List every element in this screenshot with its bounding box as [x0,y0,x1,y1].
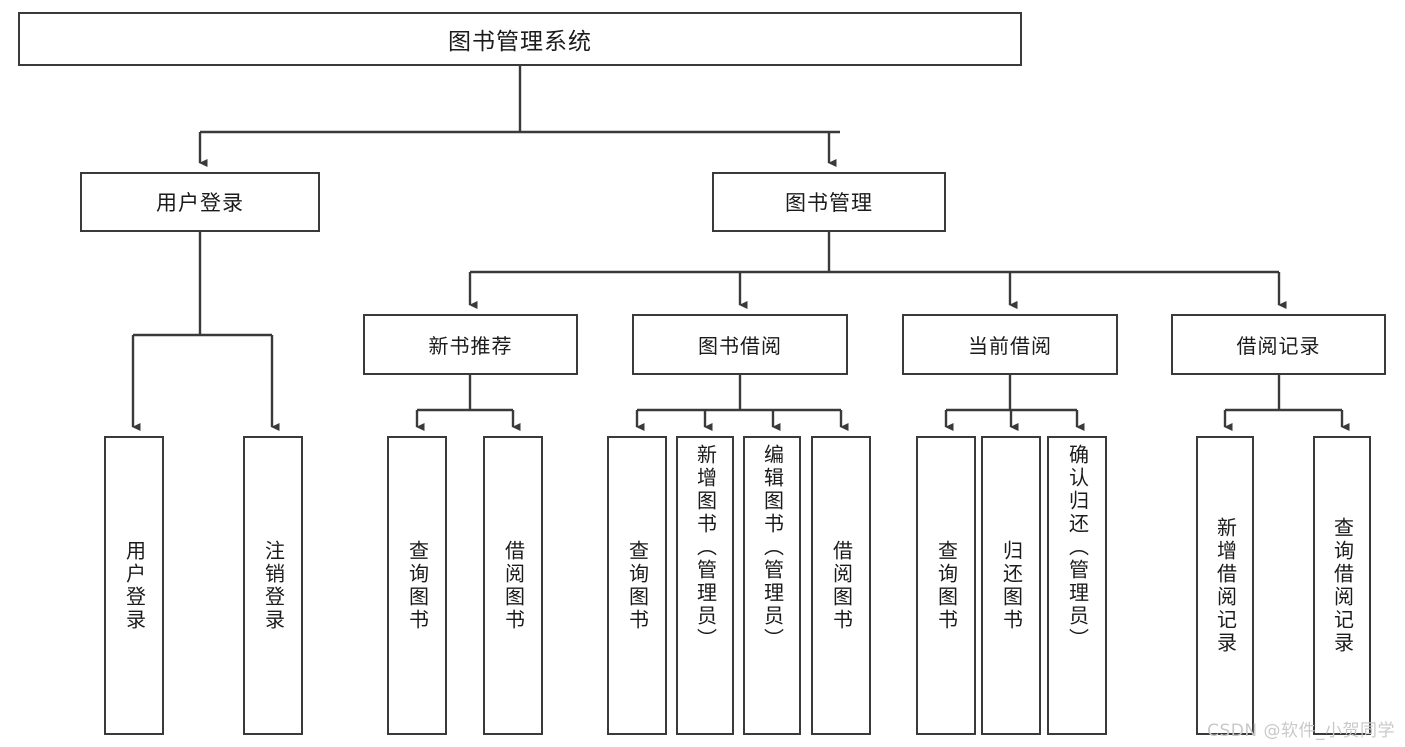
node-new-book-recommendation[interactable]: 新书推荐 [363,314,578,375]
leaf-node-borrow-book[interactable]: 借阅图书 [811,436,871,735]
node-book-borrowing[interactable]: 图书借阅 [632,314,848,375]
leaf-node-query-book-current[interactable]: 查询图书 [916,436,976,735]
node-current-borrowing[interactable]: 当前借阅 [902,314,1118,375]
node-book-management[interactable]: 图书管理 [712,172,946,232]
node-label: 借阅记录 [1236,334,1321,358]
node-label: 确认归还（管理员） [1065,444,1090,651]
leaf-node-add-borrowing-record[interactable]: 新增借阅记录 [1196,436,1254,735]
node-label: 借阅图书 [829,539,854,632]
node-label: 编辑图书（管理员） [760,444,785,651]
node-label: 用户登录 [156,191,244,215]
node-label: 新增借阅记录 [1213,516,1238,655]
node-label: 查询图书 [405,539,430,632]
node-label: 注销登录 [261,539,286,632]
leaf-node-edit-book-admin[interactable]: 编辑图书（管理员） [743,436,801,735]
node-label: 查询图书 [625,539,650,632]
csdn-watermark: CSDN @软件_小贺同学 [1207,721,1395,741]
node-root-book-management-system[interactable]: 图书管理系统 [18,12,1022,66]
leaf-node-query-borrowing-record[interactable]: 查询借阅记录 [1313,436,1371,735]
leaf-node-query-book-borrowing[interactable]: 查询图书 [607,436,667,735]
leaf-node-user-logout[interactable]: 注销登录 [243,436,303,735]
node-label: 当前借阅 [968,334,1052,358]
node-user-login[interactable]: 用户登录 [80,172,320,232]
node-label: 新书推荐 [428,334,513,358]
node-borrowing-record[interactable]: 借阅记录 [1171,314,1386,375]
node-label: 查询图书 [934,539,959,632]
leaf-node-confirm-return-admin[interactable]: 确认归还（管理员） [1047,436,1107,735]
leaf-node-query-book-recommendation[interactable]: 查询图书 [387,436,447,735]
leaf-node-user-login[interactable]: 用户登录 [104,436,164,735]
node-label: 归还图书 [999,539,1024,632]
node-label: 图书管理系统 [448,29,592,55]
node-label: 图书管理 [785,191,873,215]
leaf-node-return-book[interactable]: 归还图书 [981,436,1041,735]
node-label: 图书借阅 [698,334,782,358]
node-label: 借阅图书 [501,539,526,632]
node-label: 用户登录 [122,539,147,632]
leaf-node-borrow-book-recommendation[interactable]: 借阅图书 [483,436,543,735]
node-label: 新增图书（管理员） [693,444,718,651]
leaf-node-add-book-admin[interactable]: 新增图书（管理员） [676,436,734,735]
node-label: 查询借阅记录 [1330,516,1355,655]
